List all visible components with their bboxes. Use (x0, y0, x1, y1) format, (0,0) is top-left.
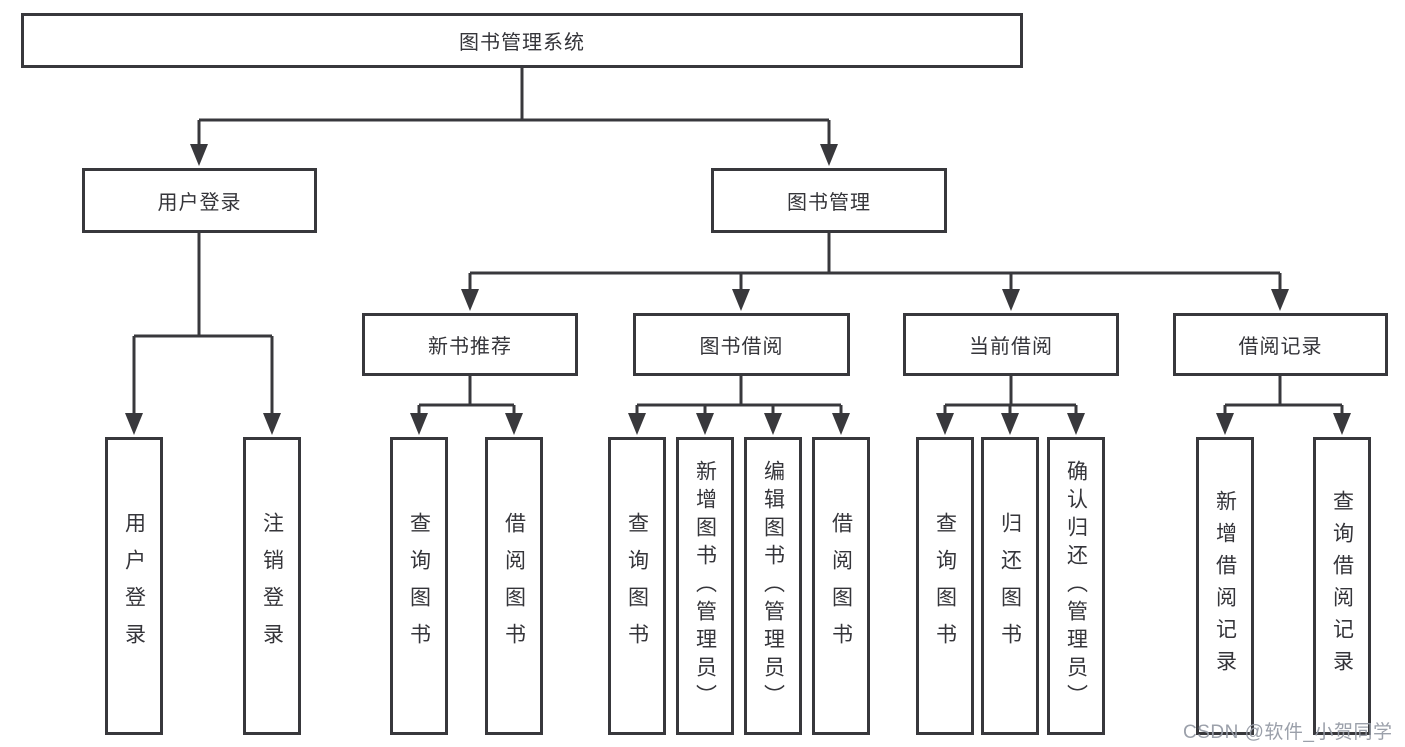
leaf-logout: 注销登录 (243, 437, 301, 735)
leaf-query-borrow-record: 查询借阅记录 (1313, 437, 1371, 735)
node-book-management-label: 图书管理 (787, 192, 871, 214)
connector-book-mgmt-to-level3 (461, 232, 1289, 311)
node-borrow-records-label: 借阅记录 (1238, 336, 1323, 358)
connector-root-to-level2 (190, 68, 838, 166)
connector-book-borrow-children (628, 375, 850, 435)
node-library-system-label: 图书管理系统 (459, 32, 585, 54)
node-user-login: 用户登录 (82, 168, 317, 233)
node-book-management: 图书管理 (711, 168, 947, 233)
node-current-borrow-label: 当前借阅 (969, 336, 1053, 358)
leaf-borrow-books-recommend: 借阅图书 (485, 437, 543, 735)
leaf-add-borrow-record: 新增借阅记录 (1196, 437, 1254, 735)
connector-current-borrow-children (936, 375, 1085, 435)
leaf-edit-book-admin: 编辑图书（管理员） (744, 437, 802, 735)
leaf-add-book-admin: 新增图书（管理员） (676, 437, 734, 735)
leaf-user-login: 用户登录 (105, 437, 163, 735)
leaf-borrow-books: 借阅图书 (812, 437, 870, 735)
leaf-query-books-recommend: 查询图书 (390, 437, 448, 735)
leaf-query-books-borrow: 查询图书 (608, 437, 666, 735)
node-borrow-records: 借阅记录 (1173, 313, 1388, 376)
node-book-borrow-label: 图书借阅 (699, 336, 784, 358)
connector-new-book-children (410, 375, 523, 435)
node-current-borrow: 当前借阅 (903, 313, 1119, 376)
leaf-confirm-return-admin: 确认归还（管理员） (1047, 437, 1105, 735)
node-new-book-recommend-label: 新书推荐 (428, 336, 512, 358)
leaf-return-book: 归还图书 (981, 437, 1039, 735)
node-library-system: 图书管理系统 (21, 13, 1023, 68)
node-book-borrow: 图书借阅 (633, 313, 850, 376)
connector-user-login-children (125, 232, 281, 435)
connector-borrow-record-children (1216, 375, 1351, 435)
leaf-query-books-current: 查询图书 (916, 437, 974, 735)
node-new-book-recommend: 新书推荐 (362, 313, 578, 376)
csdn-watermark: CSDN @软件_小贺同学 (1183, 722, 1393, 743)
node-user-login-label: 用户登录 (157, 192, 242, 214)
